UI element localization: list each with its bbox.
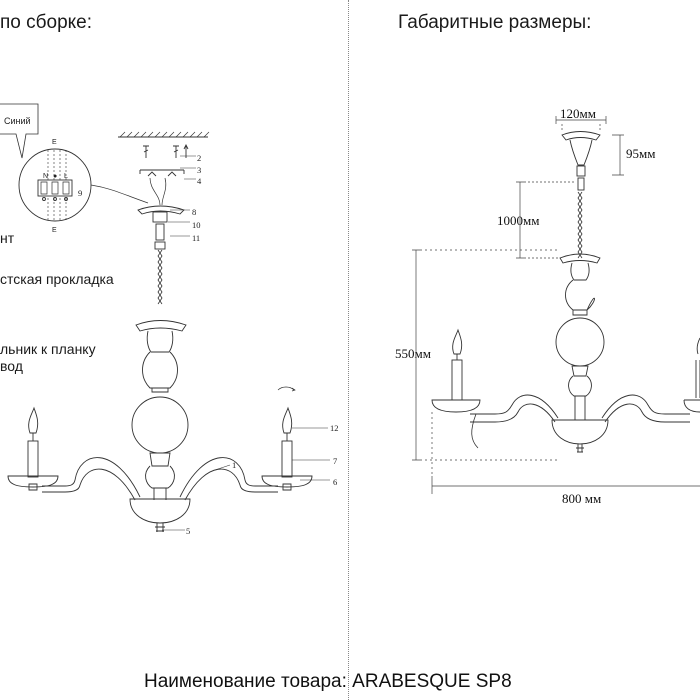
callout-5: 5 xyxy=(186,526,191,536)
callout-3: 3 xyxy=(197,165,202,175)
terminal-dot: ● xyxy=(53,173,58,180)
dimensions-header: Габаритные размеры: xyxy=(398,12,592,33)
callout-10: 10 xyxy=(192,220,201,230)
callout-12: 12 xyxy=(330,423,339,433)
terminal-n: N xyxy=(43,173,49,180)
dim-body-height: 550мм xyxy=(395,346,431,361)
earth-label-bottom: E xyxy=(52,227,57,234)
assembly-header: по сборке: xyxy=(0,12,93,33)
wire-color-label: Синий xyxy=(4,116,31,126)
earth-label-top: E xyxy=(52,139,57,146)
note-plate: льник к планку xyxy=(0,341,96,357)
callout-7: 7 xyxy=(333,456,338,466)
callout-8: 8 xyxy=(192,207,197,217)
note-wire: вод xyxy=(0,358,23,374)
callout-2: 2 xyxy=(197,153,202,163)
callout-1: 1 xyxy=(232,460,237,470)
callout-4: 4 xyxy=(197,176,202,186)
note-mount: нт xyxy=(0,230,15,246)
dim-canopy-width: 120мм xyxy=(560,106,596,121)
product-name: Наименование товара: ARABESQUE SP8 xyxy=(144,671,512,692)
callout-6: 6 xyxy=(333,477,338,487)
note-gasket: стская прокладка xyxy=(0,271,114,287)
terminal-l: L xyxy=(64,173,68,180)
callout-9: 9 xyxy=(78,188,83,198)
dim-canopy-height: 95мм xyxy=(626,146,656,161)
dim-overall-width: 800 мм xyxy=(562,491,602,506)
panel-divider xyxy=(348,0,349,700)
dim-chain-length: 1000мм xyxy=(497,213,540,228)
ceiling-hatch xyxy=(118,131,210,138)
callout-11: 11 xyxy=(192,233,201,243)
